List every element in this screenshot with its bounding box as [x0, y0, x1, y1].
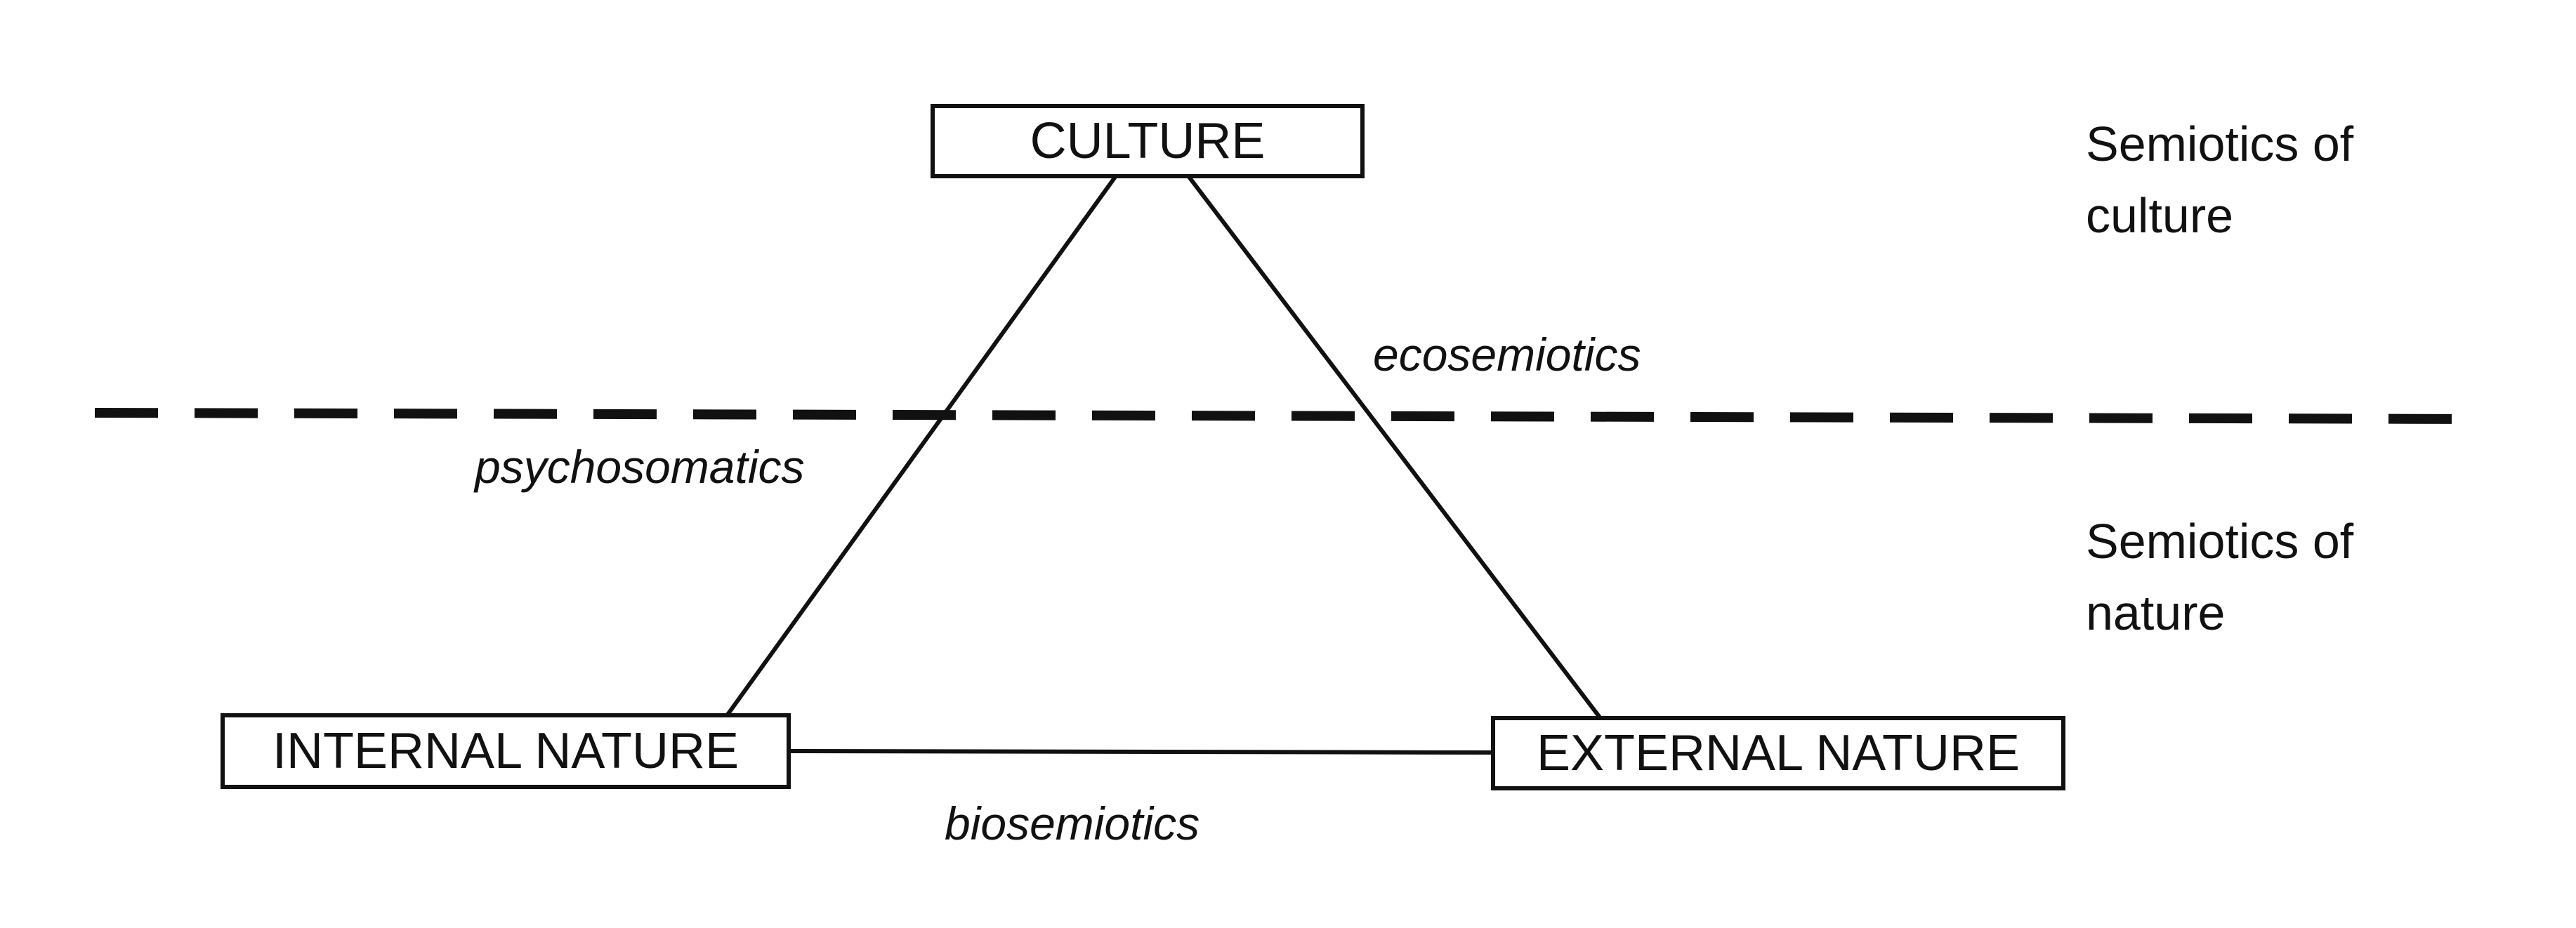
edge-culture-internal — [725, 175, 1117, 716]
region-label-nature-line2: nature — [2086, 585, 2226, 640]
region-label-nature: Semiotics of nature — [2086, 505, 2353, 649]
divider-dashed-line — [94, 408, 2487, 424]
region-label-culture-line1: Semiotics of — [2086, 117, 2354, 171]
edge-label-ecosemiotics: ecosemiotics — [1373, 329, 1641, 380]
internal-nature-node: INTERNAL NATURE — [221, 713, 791, 789]
culture-node: CULTURE — [931, 104, 1365, 178]
external-nature-node: EXTERNAL NATURE — [1491, 716, 2065, 790]
region-label-nature-line1: Semiotics of — [2086, 514, 2354, 569]
edge-label-biosemiotics: biosemiotics — [945, 797, 1200, 849]
region-label-culture: Semiotics of culture — [2086, 108, 2353, 251]
region-label-culture-line2: culture — [2086, 188, 2234, 243]
edge-culture-external — [1187, 175, 1602, 719]
edge-label-psychosomatics: psychosomatics — [475, 441, 805, 493]
edge-internal-external — [789, 749, 1493, 755]
